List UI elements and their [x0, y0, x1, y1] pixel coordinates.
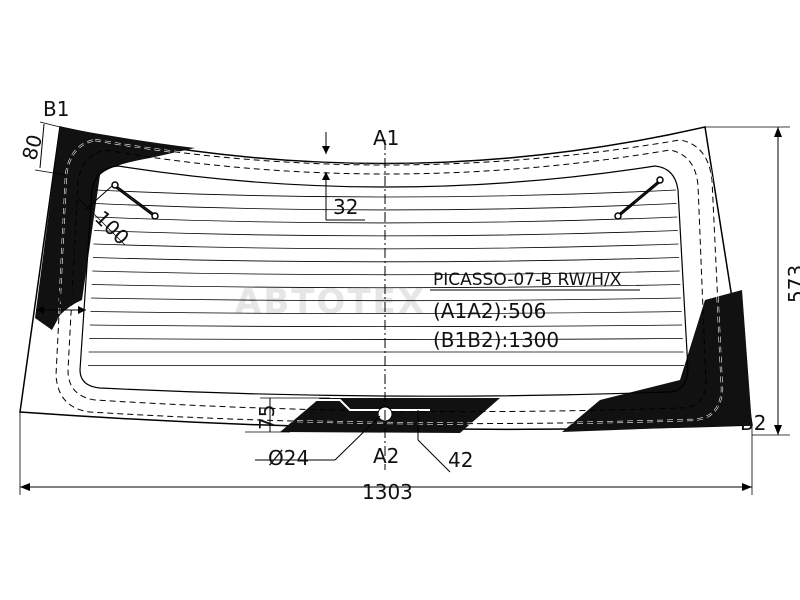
heater-line: [92, 257, 680, 263]
heater-line: [94, 230, 678, 237]
dim-bottom-band-label: 75: [255, 405, 279, 430]
heated-frame: [79, 165, 689, 397]
heater-line: [91, 284, 681, 289]
dim-height-label: 573: [784, 265, 800, 303]
glass-outline: [19, 126, 753, 431]
part-code-label: PICASSO-07-B RW/H/X: [433, 270, 622, 290]
wiper-right: [614, 176, 664, 220]
heater-line: [89, 324, 683, 328]
point-a2-label: A2: [373, 444, 399, 468]
heater-grid: [87, 189, 684, 366]
heater-line: [95, 189, 677, 198]
black-band-right: [562, 290, 752, 432]
dashed-border-outer-dark: [55, 139, 723, 425]
dim-top-offset-label: 32: [333, 195, 358, 219]
heater-line: [92, 270, 680, 276]
dim-left-corner-label: 100: [90, 206, 134, 250]
dim-a1a2-label: (A1A2):506: [433, 299, 546, 323]
dim-left-side-label: 100: [37, 286, 75, 310]
wiper-left: [111, 181, 159, 220]
heater-line: [95, 203, 677, 211]
dashed-border-inner: [67, 149, 707, 413]
dim-bottom-offset-label: 42: [448, 448, 473, 472]
point-a1-label: A1: [373, 126, 399, 150]
dim-width-label: 1303: [362, 480, 413, 504]
watermark: АВТОТЕХ: [235, 282, 426, 322]
heater-line: [90, 311, 682, 315]
heater-line: [91, 297, 681, 302]
dim-hole-label: Ø24: [268, 446, 309, 470]
dim-b1b2-label: (B1B2):1300: [433, 328, 559, 352]
heater-line: [88, 351, 684, 353]
heater-line: [94, 216, 678, 224]
black-band-left: [35, 127, 195, 330]
point-b2-label: B2: [740, 411, 766, 435]
heater-line: [93, 243, 679, 250]
heater-line: [89, 338, 683, 340]
point-b1-label: B1: [43, 97, 69, 121]
